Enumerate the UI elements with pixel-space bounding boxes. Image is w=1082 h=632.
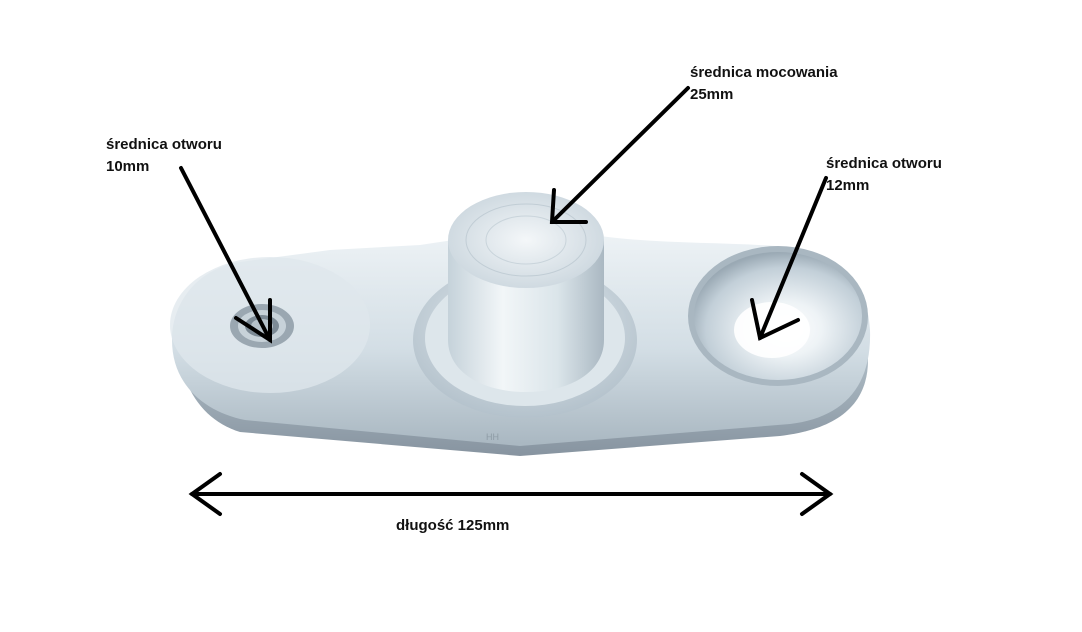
left-hole-label: średnica otworu 10mm [106,134,222,178]
stamp-mark: HH [486,432,499,442]
left-hole-label-value: 10mm [106,158,150,175]
mount-label-value: 25mm [690,86,734,103]
length-label-text: długość 125mm [396,517,510,534]
arrow-right-hole [750,176,828,341]
right-hole-label: średnica otworu 12mm [826,153,942,197]
right-hole-label-value: 12mm [826,177,870,194]
mount-label-title: średnica mocowania [690,64,838,81]
mount-cylinder-top [448,192,604,288]
length-label: długość 125mm [396,515,509,537]
arrow-length [188,472,834,516]
left-hole-label-title: średnica otworu [106,136,222,153]
arrow-left-hole [179,166,272,344]
right-hole-label-title: średnica otworu [826,155,942,172]
mount-label: średnica mocowania 25mm [690,62,838,106]
arrow-mount [549,86,690,224]
